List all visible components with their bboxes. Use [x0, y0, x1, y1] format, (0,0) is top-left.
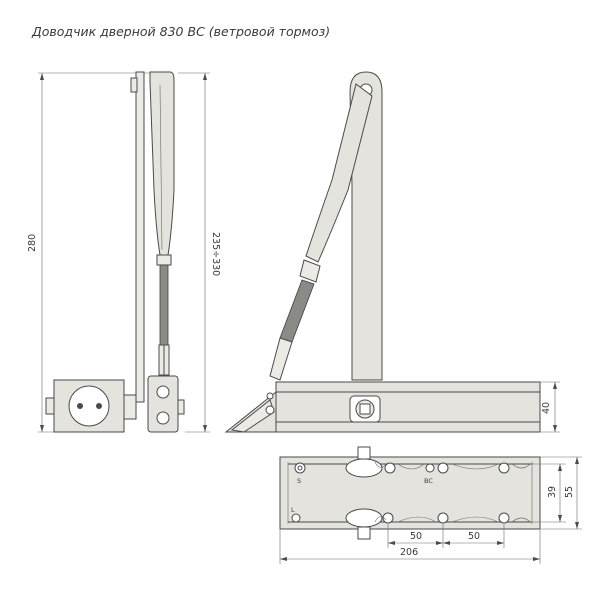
mount-hole-top-2 — [384, 462, 396, 474]
top-view: S BC L 50 50 20 — [279, 446, 582, 564]
mount-hole-bottom-3 — [498, 512, 510, 524]
valve-label-s: S — [297, 477, 301, 485]
dimension-label-206: 206 — [400, 547, 418, 558]
valve-label-l: L — [291, 506, 295, 514]
forearm-front — [305, 83, 373, 263]
threaded-rod-side — [159, 264, 169, 346]
wedge-bracket-front — [224, 390, 277, 433]
pinion-side — [68, 385, 110, 427]
arm-side — [149, 71, 175, 256]
mount-hole-top-3 — [437, 462, 449, 474]
dimension-label-40: 40 — [541, 402, 552, 414]
mount-hole-top-4 — [498, 462, 510, 474]
dimension-label-55: 55 — [564, 486, 575, 498]
drawing-title: Доводчик дверной 830 BC (ветровой тормоз… — [31, 24, 330, 39]
threaded-rod-front — [279, 279, 315, 343]
dimension-arm-range: 235÷330 — [178, 72, 221, 433]
dimension-label-50-b: 50 — [468, 531, 480, 542]
pinion-top-upper — [345, 458, 383, 478]
closer-body-front — [275, 381, 541, 433]
mounting-plate — [135, 71, 145, 403]
mount-hole-bottom-2 — [437, 512, 449, 524]
dimension-label-280: 280 — [27, 234, 38, 252]
pinion-top-lower — [345, 508, 383, 528]
dimension-label-235-330: 235÷330 — [210, 232, 221, 276]
mount-hole-bottom-1 — [382, 512, 394, 524]
dimension-hole-spacing: 50 50 — [387, 524, 505, 548]
valve-label-bc: BC — [424, 477, 433, 485]
front-view: 40 — [224, 71, 560, 433]
valve-bc — [425, 463, 435, 473]
dimension-label-50-a: 50 — [410, 531, 422, 542]
valve-l — [291, 513, 301, 523]
dimension-mount-height: 39 55 — [532, 456, 582, 530]
dimension-total-length: 206 — [279, 530, 541, 564]
dimension-label-39: 39 — [547, 486, 558, 498]
dimension-body-height: 40 — [540, 381, 560, 433]
side-view: 280 235÷330 — [27, 71, 221, 433]
valve-s — [297, 465, 303, 471]
